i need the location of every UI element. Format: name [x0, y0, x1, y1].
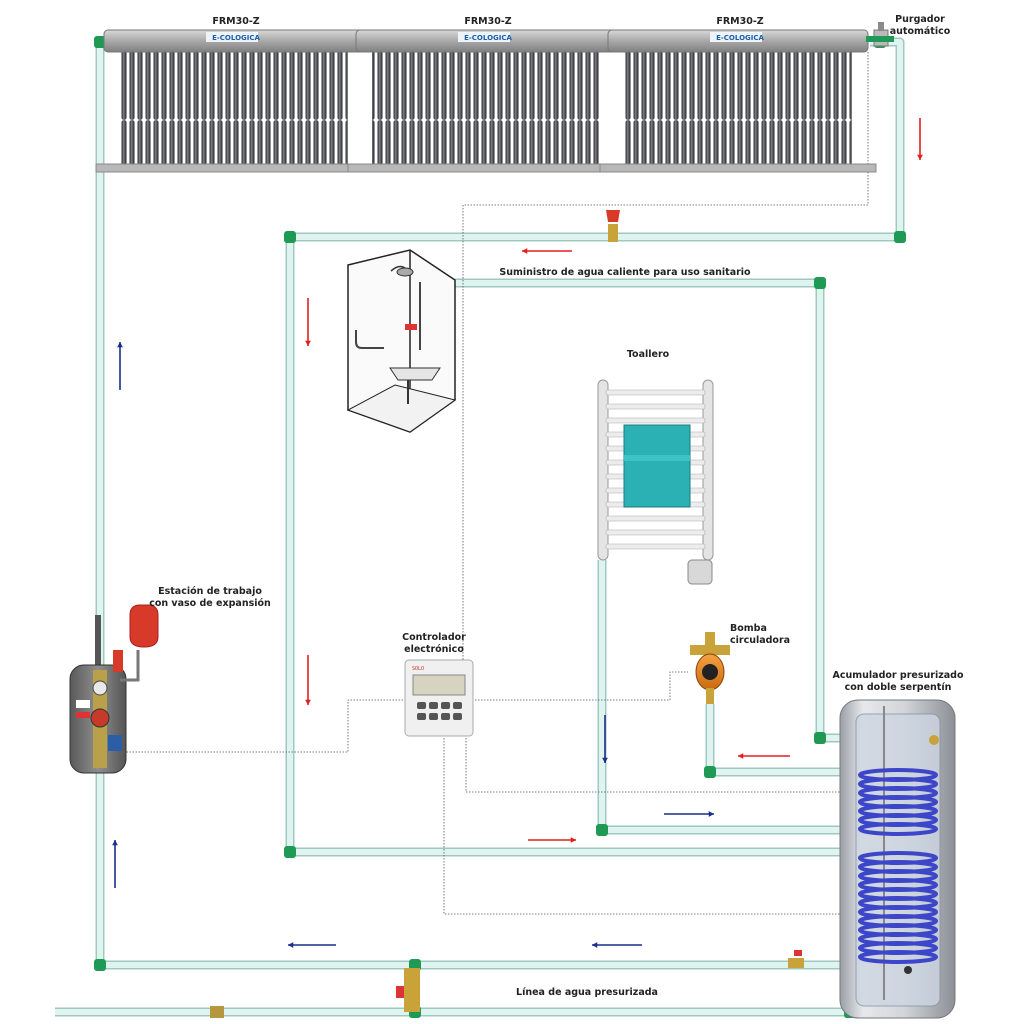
collector-frame: [95, 163, 373, 173]
inlet-valve-icon: [210, 1006, 224, 1018]
cold-flow-arrow-icon-11: [602, 715, 608, 763]
pump-label: Bomba: [730, 623, 767, 634]
cold-flow-arrow-icon-10: [664, 811, 714, 817]
towel-rail-bar: [605, 389, 706, 396]
pipe-network: [55, 37, 905, 1018]
controller-button: [417, 702, 426, 709]
solar-panel-1: FRM30-Z E-COLOGICA: [95, 16, 373, 173]
vacuum-tubes: [120, 50, 348, 168]
panel-model-label: FRM30-Z: [212, 16, 259, 27]
pipe-elbow-8: [704, 766, 716, 778]
cold-flow-arrow-icon-9: [592, 942, 642, 948]
sensor-wires: [120, 52, 884, 915]
workstation-label: Estación de trabajo: [158, 586, 262, 597]
hot-flow-arrow-icon-1: [522, 248, 572, 254]
pipe-elbow-6: [814, 732, 826, 744]
air-vent-label: Purgador: [895, 14, 945, 25]
towel-rail-bar: [605, 543, 706, 550]
solar-collectors: FRM30-ZE-COLOGICAFRM30-ZE-COLOGICAFRM30-…: [95, 16, 877, 173]
controller-label-2: electrónico: [404, 644, 464, 655]
pipe-segment-6: [597, 560, 880, 835]
towel-rail-bar: [605, 417, 706, 424]
panel-brand-logo: E-COLOGICA: [716, 34, 764, 42]
controller-label: Controlador: [402, 632, 466, 643]
pipe-elbow-3: [284, 846, 296, 858]
cold-flow-arrow-icon-6: [117, 342, 123, 390]
storage-tank-icon: [839, 699, 956, 1019]
hot-flow-arrow-icon-3: [305, 655, 311, 705]
hot-flow-arrow-icon-2: [305, 298, 311, 346]
workstation-label-2: con vaso de expansión: [149, 598, 271, 609]
controller-button: [429, 702, 438, 709]
panel-model-label: FRM30-Z: [464, 16, 511, 27]
collector-frame: [347, 163, 625, 173]
panel-brand-logo: E-COLOGICA: [464, 34, 512, 42]
towel-rail-bar: [605, 529, 706, 536]
hot-supply-label: Suministro de agua caliente para uso san…: [499, 267, 751, 278]
pipe-elbow-0: [94, 36, 106, 48]
circulation-pump-icon: [690, 632, 730, 704]
solar-panel-2: FRM30-Z E-COLOGICA: [347, 16, 625, 173]
controller-button: [453, 713, 462, 720]
tank-label-2: con doble serpentín: [845, 682, 952, 693]
pipe-elbow-5: [814, 277, 826, 289]
drain-valve-icon: [788, 950, 804, 968]
pipe-elbow-7: [596, 824, 608, 836]
pipe-elbow-2: [284, 231, 296, 243]
controller-button: [429, 713, 438, 720]
pump-label-2: circuladora: [730, 635, 790, 646]
pressurized-line-label: Línea de agua presurizada: [516, 987, 658, 998]
panel-brand-logo: E-COLOGICA: [212, 34, 260, 42]
controller-button: [453, 702, 462, 709]
lower-coil-turn: [858, 950, 938, 964]
controller-button: [417, 713, 426, 720]
safety-valve-icon: [606, 210, 620, 242]
air-vent-label-2: automático: [890, 26, 951, 37]
hot-flow-arrow-icon-0: [917, 118, 923, 160]
pipe-elbow-1: [94, 959, 106, 971]
mixing-valve-icon: [396, 968, 420, 1012]
shower-cabin-icon: [346, 249, 457, 433]
pipe-elbows: [94, 36, 906, 1018]
tank-label: Acumulador presurizado: [833, 670, 964, 681]
pipe-elbow-4: [894, 231, 906, 243]
air-vent-icon: [866, 22, 894, 47]
controller-brand: SOLO: [412, 666, 424, 672]
controller-button: [441, 713, 450, 720]
flow-arrows: [112, 118, 923, 948]
cold-flow-arrow-icon-7: [112, 840, 118, 888]
workstation-icon: [69, 604, 159, 774]
collector-frame: [599, 163, 877, 173]
vacuum-tubes: [372, 50, 600, 168]
controller-icon: SOLO: [404, 659, 474, 737]
cold-flow-arrow-icon-8: [288, 942, 336, 948]
vacuum-tubes: [624, 50, 852, 168]
panel-model-label: FRM30-Z: [716, 16, 763, 27]
towel-rail-icon: [597, 379, 714, 585]
hot-flow-arrow-icon-5: [738, 753, 790, 759]
controller-button: [441, 702, 450, 709]
solar-panel-3: FRM30-Z E-COLOGICA: [599, 16, 877, 173]
towel-rail-bar: [605, 403, 706, 410]
upper-coil-turn: [858, 822, 938, 836]
towel-rail-bar: [605, 515, 706, 522]
towel-rail-label: Toallero: [627, 349, 670, 360]
hot-flow-arrow-icon-4: [528, 837, 576, 843]
